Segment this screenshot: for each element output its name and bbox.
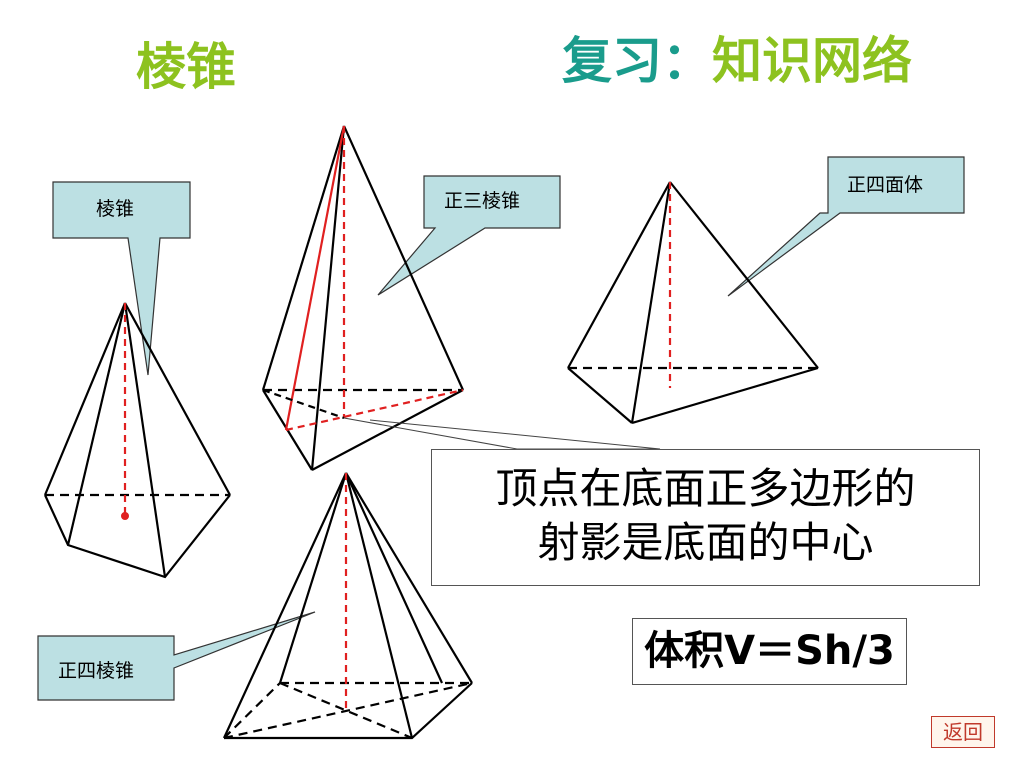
regular-quadrangular-pyramid	[223, 472, 473, 740]
note-line-2: 射影是底面的中心	[537, 518, 874, 567]
callout-quadrangular-shape	[37, 611, 316, 701]
page-title-left: 棱锥	[136, 38, 236, 96]
callout-triangular-shape	[377, 175, 561, 296]
callout-pyramid-shape	[52, 181, 191, 376]
regular-tetrahedron	[567, 181, 819, 425]
title-review-label: 复习：	[562, 32, 712, 90]
pentagonal-pyramid	[43, 302, 231, 579]
volume-formula: 体积V＝Sh/3	[632, 618, 907, 685]
center-projection-note: 顶点在底面正多边形的 射影是底面的中心	[431, 449, 980, 586]
page-title-right: 复习：知识网络	[562, 36, 912, 86]
back-button[interactable]: 返回	[931, 716, 995, 748]
note-line-1: 顶点在底面正多边形的	[495, 464, 916, 513]
callout-tetrahedron-shape	[727, 156, 965, 297]
regular-triangular-pyramid	[261, 125, 465, 471]
callout-quadrangular-label: 正四棱锥	[58, 660, 135, 682]
base-center-point	[121, 512, 129, 520]
callout-tetrahedron-label: 正四面体	[847, 174, 924, 196]
note-pointer-line	[343, 417, 661, 450]
callout-triangular-label: 正三棱锥	[444, 190, 521, 212]
title-network-label: 知识网络	[712, 32, 912, 90]
callout-pyramid-label: 棱锥	[96, 198, 135, 220]
